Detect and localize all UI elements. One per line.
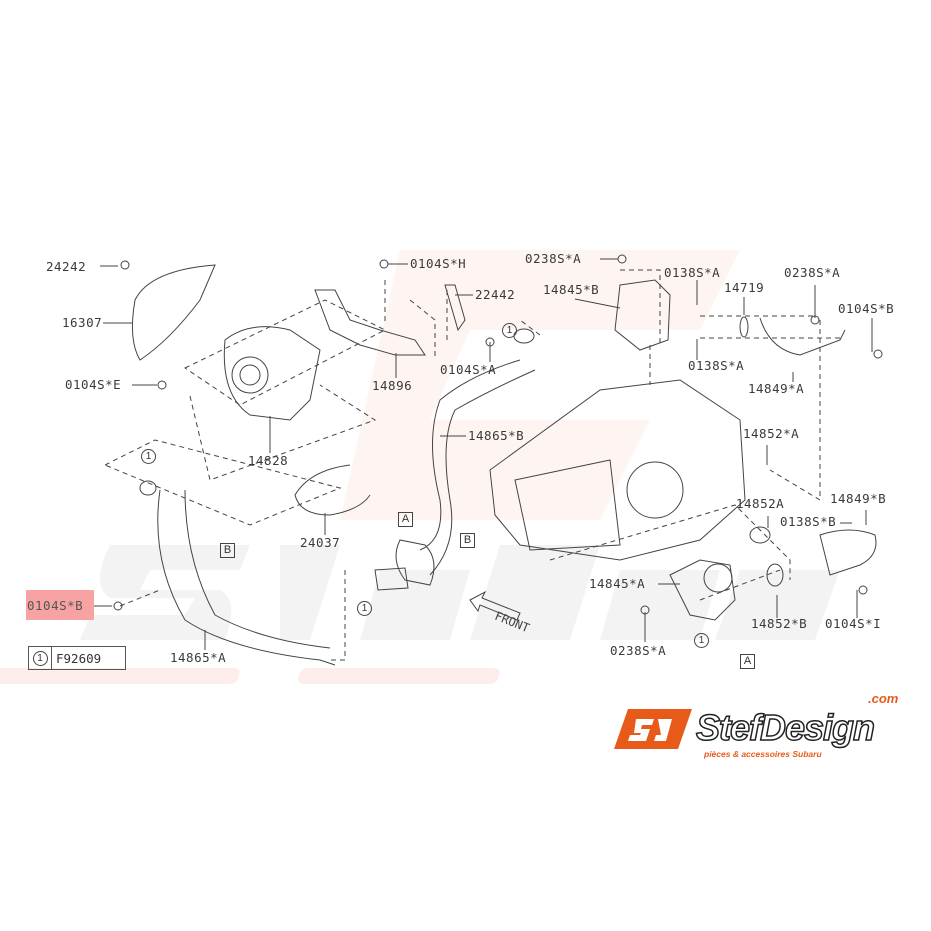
ref-box-b: B xyxy=(220,543,235,558)
legend-circle-1: 1 xyxy=(32,650,48,666)
dashed-guides xyxy=(103,269,840,661)
part-label-0238S-A-bottom[interactable]: 0238S*A xyxy=(610,643,667,658)
part-outlines xyxy=(113,254,883,666)
highlighted-part-marker xyxy=(26,590,94,620)
part-label-14849-B[interactable]: 14849*B xyxy=(830,491,887,506)
part-label-0104S-A[interactable]: 0104S*A xyxy=(440,362,497,377)
legend-box: 1 F92609 xyxy=(28,646,126,670)
part-label-0238S-A-top[interactable]: 0238S*A xyxy=(525,251,582,266)
part-label-14852-A-star[interactable]: 14852*A xyxy=(743,426,800,441)
part-label-0104S-H[interactable]: 0104S*H xyxy=(410,256,467,271)
ref-circle-1: 1 xyxy=(694,633,709,648)
ref-box-b: B xyxy=(460,533,475,548)
part-label-14845-B[interactable]: 14845*B xyxy=(543,282,600,297)
part-label-22442[interactable]: 22442 xyxy=(475,287,516,302)
part-label-24037[interactable]: 24037 xyxy=(300,535,341,550)
ref-box-a: A xyxy=(398,512,413,527)
part-label-0104S-B-right[interactable]: 0104S*B xyxy=(838,301,895,316)
part-label-14865-B[interactable]: 14865*B xyxy=(468,428,525,443)
ref-circle-1: 1 xyxy=(502,323,517,338)
part-label-14849-A[interactable]: 14849*A xyxy=(748,381,805,396)
part-label-0138S-B[interactable]: 0138S*B xyxy=(780,514,837,529)
part-label-14828[interactable]: 14828 xyxy=(248,453,289,468)
legend-symbol-cell: 1 xyxy=(29,647,52,669)
part-label-14852-B[interactable]: 14852*B xyxy=(751,616,808,631)
front-arrow xyxy=(469,590,521,621)
part-label-24242[interactable]: 24242 xyxy=(46,259,87,274)
part-label-0104S-I[interactable]: 0104S*I xyxy=(825,616,882,631)
part-label-14845-A[interactable]: 14845*A xyxy=(589,576,646,591)
ref-circle-1: 1 xyxy=(141,449,156,464)
stefdesign-logo: StefDesign .com pièces & accessoires Sub… xyxy=(614,691,924,760)
part-label-14719[interactable]: 14719 xyxy=(724,280,765,295)
part-label-0138S-A-bottom[interactable]: 0138S*A xyxy=(688,358,745,373)
part-label-14896[interactable]: 14896 xyxy=(372,378,413,393)
part-label-14865-A[interactable]: 14865*A xyxy=(170,650,227,665)
part-label-0104S-E[interactable]: 0104S*E xyxy=(65,377,122,392)
legend-code: F92609 xyxy=(56,650,102,666)
part-label-16307[interactable]: 16307 xyxy=(62,315,103,330)
logo-brand: StefDesign xyxy=(695,707,876,748)
ref-box-a: A xyxy=(740,654,755,669)
part-label-0238S-A-right[interactable]: 0238S*A xyxy=(784,265,841,280)
sd-logo-icon xyxy=(614,709,692,749)
part-label-0138S-A-top[interactable]: 0138S*A xyxy=(664,265,721,280)
ref-circle-1: 1 xyxy=(357,601,372,616)
part-label-0104S-B-highlighted[interactable]: 0104S*B xyxy=(27,598,84,613)
logo-tagline: pièces & accessoires Subaru xyxy=(704,749,822,759)
leader-lines xyxy=(94,258,873,650)
part-label-14852A[interactable]: 14852A xyxy=(736,496,785,511)
logo-domain: .com xyxy=(868,691,899,706)
